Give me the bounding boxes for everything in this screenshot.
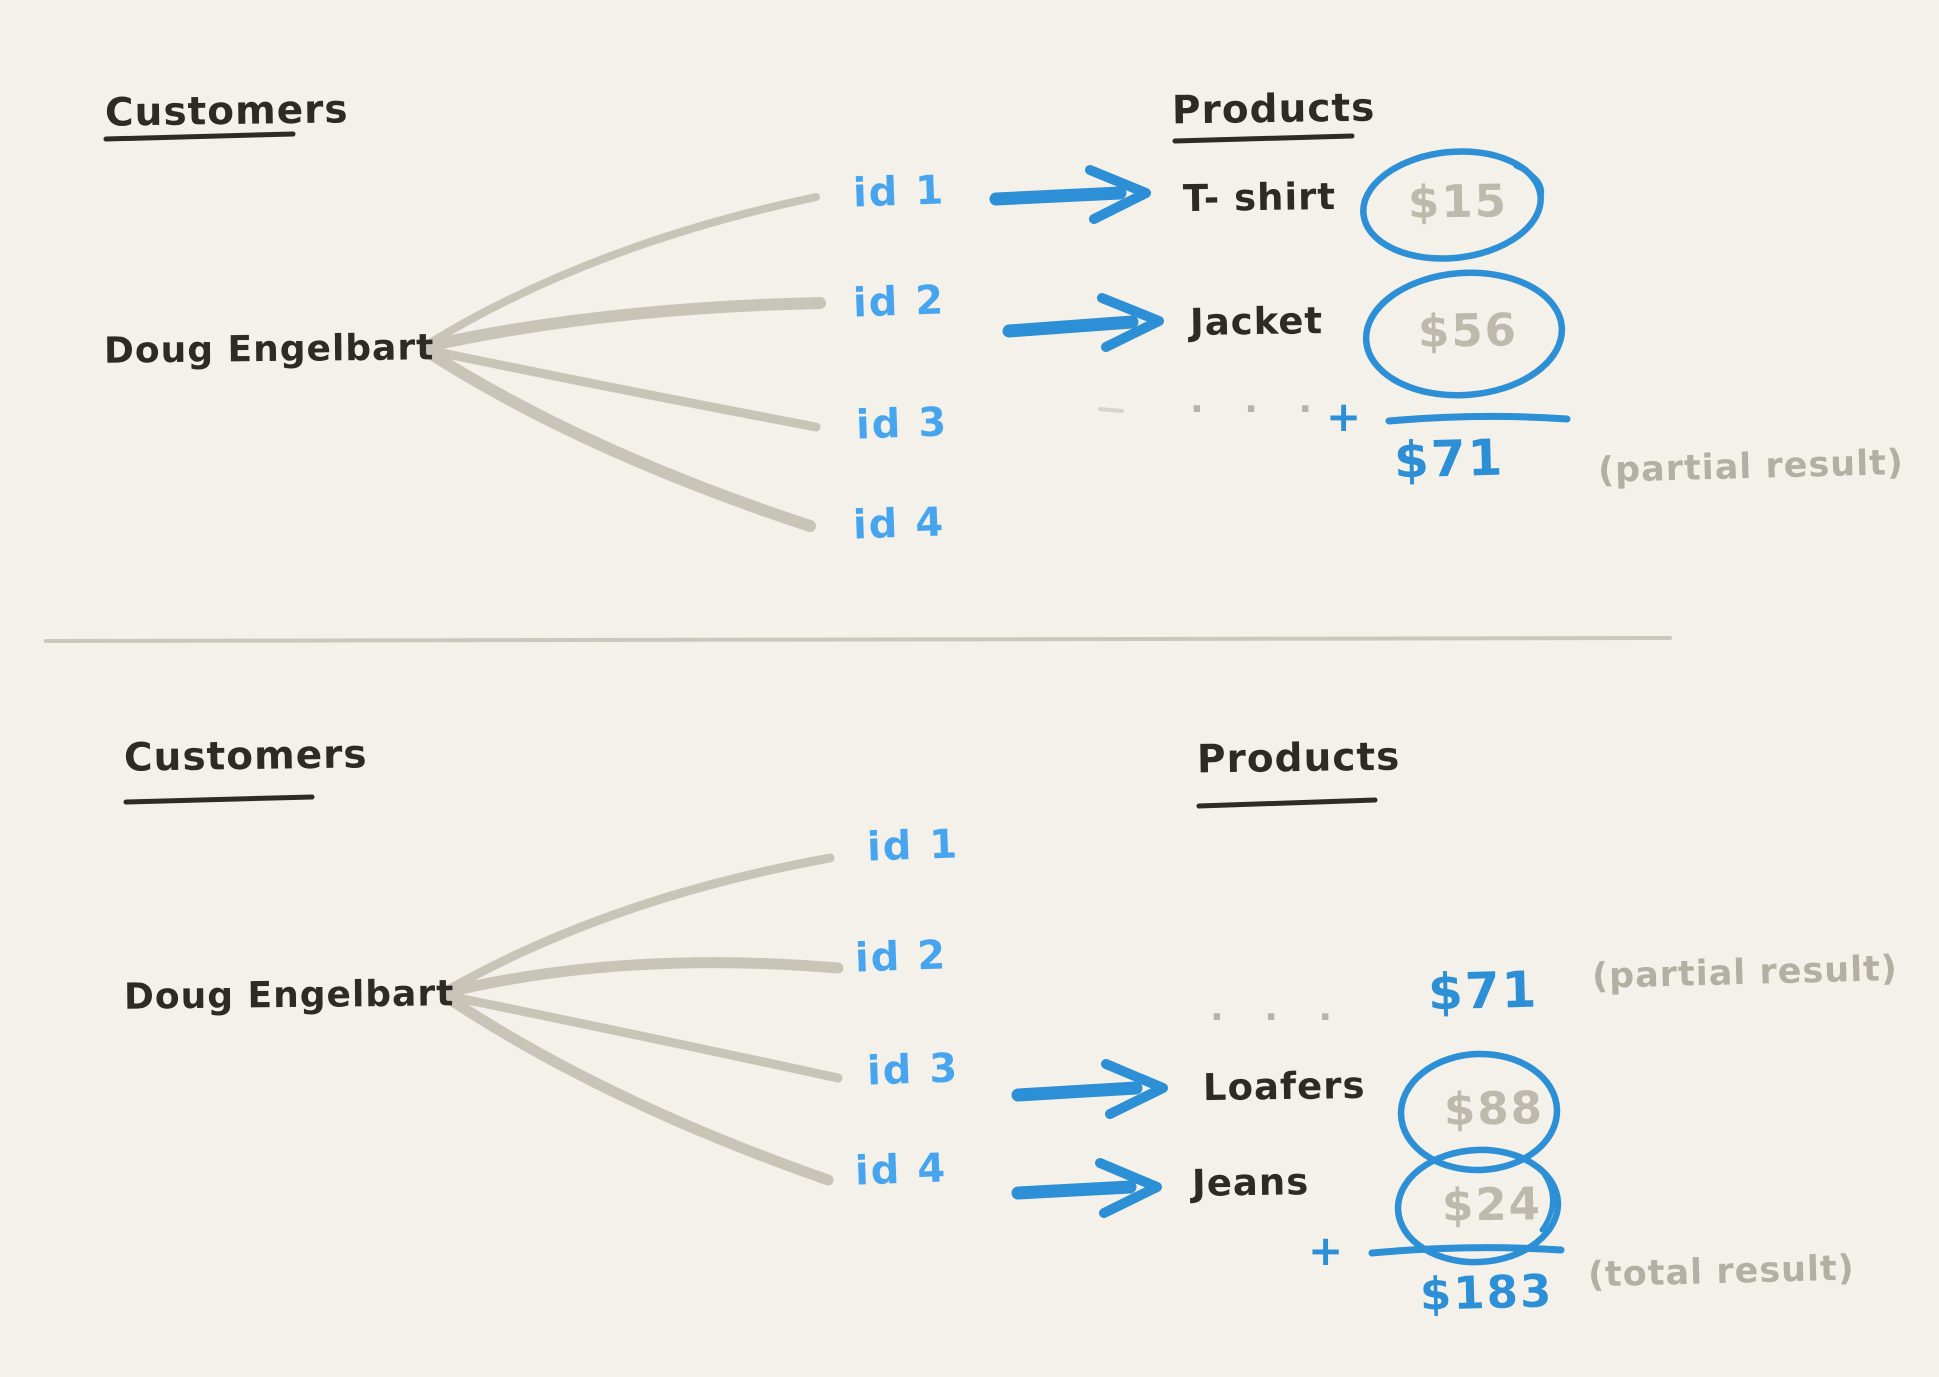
customer-name-bottom: Doug Engelbart [123,973,455,1018]
customer-name-top: Doug Engelbart [103,327,435,372]
arrow-shaft [989,186,1127,206]
product-jeans: Jeans [1191,1160,1310,1205]
carried-partial-sum: $71 [1427,960,1540,1022]
arrow-head [1095,1158,1162,1218]
customers-heading-bottom: Customers [123,732,368,781]
arrow-shaft [1011,1081,1143,1102]
fan-lines-top [422,193,826,532]
underline-products-top [1172,133,1355,144]
arrow-shaft [1011,1180,1137,1200]
fan-line [443,853,835,995]
fan-line [423,345,821,432]
price-circles [1360,148,1566,1266]
underline-customers-top [103,131,296,142]
fan-line [424,193,820,348]
partial-result-label-top: (partial result) [1597,443,1905,491]
heading-underlines [103,131,1378,809]
price-circle-overlap [1539,1171,1555,1233]
price-circle-24 [1394,1146,1562,1266]
stray-mark [1098,407,1124,413]
arrow-head [1097,293,1164,352]
plus-sign-top: + [1326,392,1362,441]
products-heading-top: Products [1171,85,1376,134]
id-label-bottom-1: id 1 [866,821,960,871]
fan-line [442,992,834,1186]
price-circle-overlap [1513,163,1544,203]
product-jacket: Jacket [1189,299,1324,344]
price-loafers: $88 [1443,1081,1545,1136]
product-tshirt: T- shirt [1182,174,1337,221]
customers-heading-top: Customers [104,87,349,136]
price-jeans: $24 [1441,1177,1543,1232]
fan-line [422,297,826,352]
id-label-top-1: id 1 [852,167,946,217]
ellipsis-top: · · · [1190,389,1327,430]
sum-line-top [1385,412,1571,425]
fan-lines-bottom [442,853,844,1186]
id-label-bottom-2: id 2 [854,932,948,982]
sum-line-bottom [1368,1244,1565,1257]
partial-result-label-bottom: (partial result) [1591,949,1899,997]
underline-customers-bottom [123,794,315,805]
divider-line [44,636,1672,643]
price-jacket: $56 [1417,303,1519,358]
price-circle-88 [1397,1050,1561,1174]
id-label-top-2: id 2 [852,277,946,327]
arrow-shaft [1002,315,1139,338]
products-heading-bottom: Products [1196,734,1401,783]
sum-lines [1368,412,1571,1257]
price-tshirt: $15 [1407,174,1509,229]
fan-line [422,346,816,532]
underline-products-bottom [1196,797,1378,809]
id-label-bottom-3: id 3 [866,1045,960,1095]
fan-line [442,957,844,998]
ellipsis-bottom: · · · [1210,997,1347,1038]
price-circle-56 [1362,269,1566,399]
id-label-top-3: id 3 [855,399,949,449]
plus-sign-bottom: + [1308,1226,1344,1275]
total-sum: $183 [1419,1264,1554,1321]
partial-sum-top: $71 [1393,428,1506,490]
total-result-label: (total result) [1587,1248,1856,1296]
id-label-top-4: id 4 [852,499,946,549]
product-loafers: Loafers [1202,1063,1366,1110]
fan-line [443,991,843,1083]
arrow-head [1085,165,1151,224]
match-arrows [989,165,1168,1218]
id-label-bottom-4: id 4 [854,1145,948,1195]
arrow-head [1101,1059,1168,1119]
